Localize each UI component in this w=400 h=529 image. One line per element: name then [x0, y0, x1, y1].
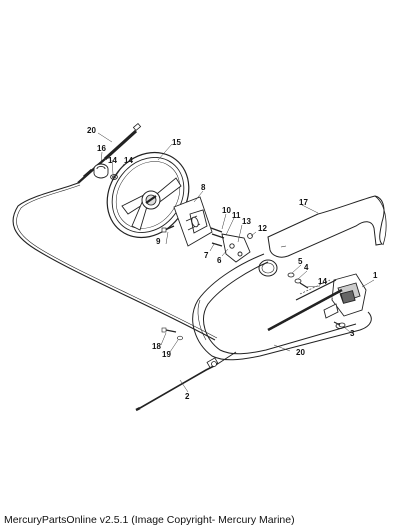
- callout-6: 6: [217, 256, 222, 265]
- callout-20-lower: 20: [296, 348, 305, 357]
- helm-nut: [93, 163, 118, 180]
- hub-spacer: [173, 196, 213, 247]
- callout-15: 15: [172, 138, 181, 147]
- callout-20-upper: 20: [87, 126, 96, 135]
- callout-16: 16: [97, 144, 106, 153]
- callout-4: 4: [304, 263, 309, 272]
- callout-10: 10: [222, 206, 231, 215]
- steering-cable-upper: [12, 122, 218, 341]
- callout-7: 7: [204, 251, 209, 260]
- helm-unit: [323, 273, 367, 329]
- callout-8: 8: [201, 183, 206, 192]
- callout-1: 1: [373, 271, 378, 280]
- callout-2: 2: [185, 392, 190, 401]
- steering-cable-lower: [135, 351, 237, 412]
- console-housing: [192, 253, 372, 361]
- steering-wheel: [106, 151, 190, 239]
- callout-14-left: 14: [108, 156, 117, 165]
- callout-11: 11: [232, 211, 241, 220]
- helm-rack: [267, 279, 343, 333]
- screw-3: [333, 321, 346, 328]
- callout-18: 18: [152, 342, 161, 351]
- callout-14-right: 14: [124, 156, 133, 165]
- copyright-footer: MercuryPartsOnline v2.5.1 (Image Copyrig…: [4, 514, 295, 526]
- bolt-9: [161, 225, 175, 233]
- helm-fasteners: [287, 272, 309, 289]
- callout-17: 17: [299, 198, 308, 207]
- callout-14-helm: 14: [318, 277, 327, 286]
- callouts: 20 16 14 14 15 8 9 10 11 13 12 7 6 17 5 …: [87, 126, 378, 401]
- bolts-18-19: [161, 327, 183, 341]
- callout-3: 3: [350, 329, 355, 338]
- callout-12: 12: [258, 224, 267, 233]
- callout-19: 19: [162, 350, 171, 359]
- leader-lines: [97, 132, 375, 393]
- callout-5: 5: [298, 257, 303, 266]
- callout-9: 9: [156, 237, 161, 246]
- dash-cover-17: [267, 195, 387, 258]
- callout-13: 13: [242, 217, 251, 226]
- mounting-bracket: [210, 227, 253, 263]
